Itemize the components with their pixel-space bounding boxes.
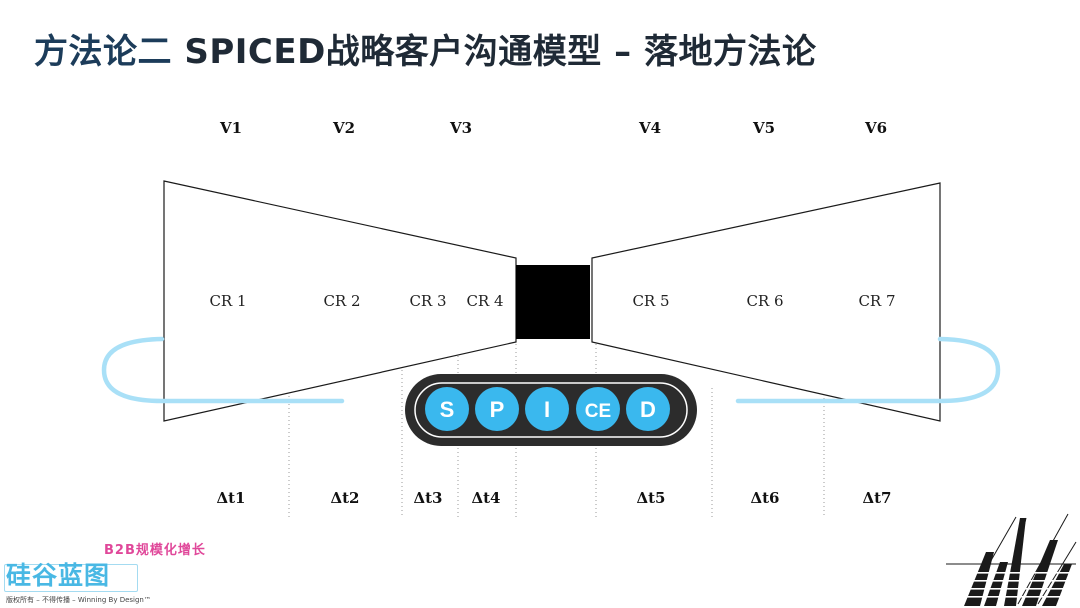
delta-label: Δt3 bbox=[413, 489, 442, 507]
bowtie-center-square bbox=[516, 265, 590, 339]
delta-label: Δt5 bbox=[636, 489, 665, 507]
spiced-circle-p bbox=[475, 387, 519, 431]
spiced-pill-inner-ring bbox=[414, 382, 688, 438]
version-label: V6 bbox=[864, 119, 887, 137]
delta-label: Δt6 bbox=[750, 489, 779, 507]
version-label: V4 bbox=[638, 119, 661, 137]
spiced-letters: S P I CE D bbox=[425, 387, 670, 431]
left-loop-arrow bbox=[101, 336, 345, 404]
brand-logo-text: 硅谷蓝图 bbox=[3, 556, 139, 592]
right-loop-arrow bbox=[735, 336, 1001, 404]
stage-label: CR 6 bbox=[746, 292, 783, 310]
winning-by-design-logo-icon bbox=[946, 513, 1077, 606]
stage-label: CR 3 bbox=[409, 292, 446, 310]
page-title: 方法论二 SPICED战略客户沟通模型 – 落地方法论 bbox=[34, 24, 816, 73]
stage-label: CR 1 bbox=[209, 292, 246, 310]
stage-label: CR 4 bbox=[466, 292, 503, 310]
spiced-circle-d bbox=[626, 387, 670, 431]
footer-copyright: 版权所有 – 不得传播 – Winning By Design™ bbox=[6, 596, 151, 604]
spiced-letter: CE bbox=[585, 401, 611, 422]
stage-label: CR 7 bbox=[858, 292, 895, 310]
bowtie-left-wing bbox=[163, 180, 517, 422]
delta-label: Δt2 bbox=[330, 489, 359, 507]
stage-label: CR 5 bbox=[632, 292, 669, 310]
spiced-circle-ce bbox=[576, 387, 620, 431]
version-label: V1 bbox=[219, 119, 242, 137]
spiced-letter: D bbox=[640, 397, 656, 422]
stage-label: CR 2 bbox=[323, 292, 360, 310]
spiced-letter: S bbox=[440, 397, 455, 422]
version-label: V3 bbox=[449, 119, 472, 137]
title-highlight: 方法论二 bbox=[34, 24, 172, 73]
spiced-circle-s bbox=[425, 387, 469, 431]
version-label: V5 bbox=[752, 119, 775, 137]
version-label: V2 bbox=[332, 119, 355, 137]
spiced-letter: P bbox=[490, 397, 505, 422]
delta-label: Δt4 bbox=[471, 489, 500, 507]
spiced-letter: I bbox=[544, 397, 550, 422]
spiced-circle-i bbox=[525, 387, 569, 431]
delta-label: Δt7 bbox=[862, 489, 891, 507]
title-rest: SPICED战略客户沟通模型 – 落地方法论 bbox=[172, 32, 817, 72]
brand-subtitle: B2B规模化增长 bbox=[104, 543, 206, 558]
delta-label: Δt1 bbox=[216, 489, 245, 507]
bowtie-right-wing bbox=[591, 182, 941, 422]
